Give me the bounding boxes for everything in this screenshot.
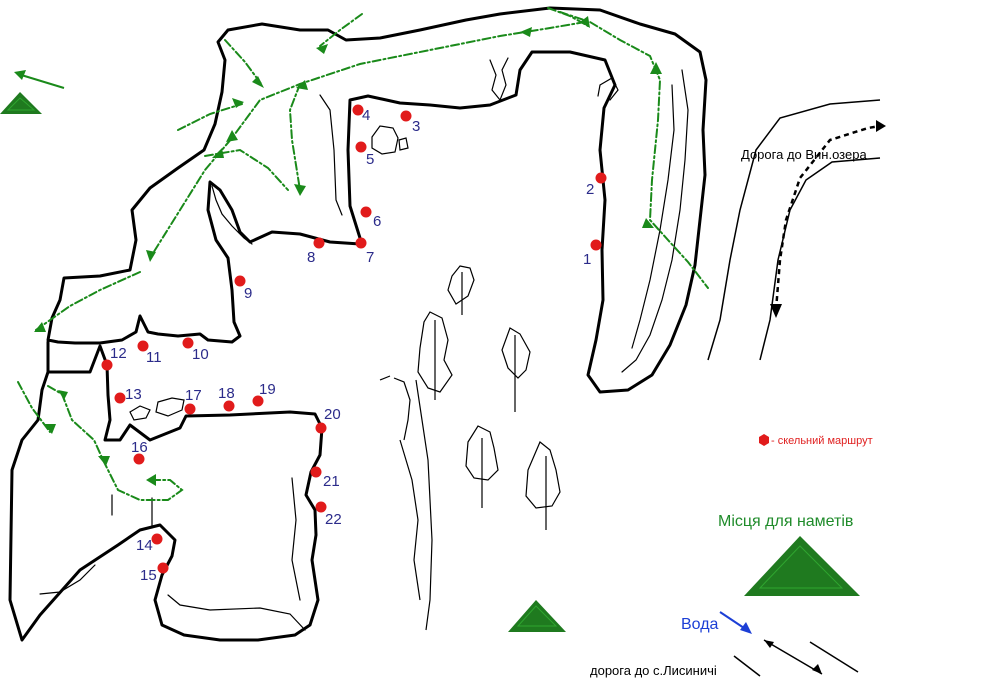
route-number-3: 3 bbox=[412, 118, 420, 135]
route-marker-22 bbox=[315, 501, 327, 513]
forest bbox=[379, 265, 561, 631]
route-marker-19 bbox=[252, 395, 264, 407]
trail-mid bbox=[288, 83, 301, 191]
road-lake-label: Дорога до Вин.озера bbox=[741, 147, 867, 162]
route-number-7: 7 bbox=[366, 249, 374, 266]
north-arrow bbox=[17, 73, 65, 89]
route-marker-15 bbox=[157, 562, 169, 574]
trail-right bbox=[559, 11, 709, 289]
route-number-10: 10 bbox=[192, 346, 209, 363]
road-village-label: дорога до с.Лисиничі bbox=[590, 663, 717, 678]
contour-top-1 bbox=[489, 57, 509, 102]
route-number-5: 5 bbox=[366, 151, 374, 168]
tent-triangle-topleft bbox=[0, 92, 42, 114]
route-number-11: 11 bbox=[146, 349, 162, 366]
route-marker-2 bbox=[595, 172, 607, 184]
route-number-12: 12 bbox=[110, 345, 127, 362]
route-number-4: 4 bbox=[362, 107, 370, 124]
contour-lower-2 bbox=[39, 564, 96, 595]
contour-left-1 bbox=[211, 185, 253, 245]
road-lake-1 bbox=[707, 99, 881, 361]
contour-right-2 bbox=[631, 84, 675, 349]
small-rock-3 bbox=[129, 405, 151, 421]
route-marker-11 bbox=[137, 340, 149, 352]
water-label: Вода bbox=[681, 616, 719, 633]
route-number-14: 14 bbox=[136, 537, 153, 554]
route-number-2: 2 bbox=[586, 181, 594, 198]
north-arrowhead bbox=[14, 70, 26, 80]
route-number-9: 9 bbox=[244, 285, 252, 302]
route-marker-8 bbox=[313, 237, 325, 249]
water-arrowhead bbox=[740, 622, 752, 634]
trail-arrowheads bbox=[34, 16, 662, 486]
route-marker-13 bbox=[114, 392, 126, 404]
contour-lower-3 bbox=[111, 494, 153, 529]
route-marker-7 bbox=[355, 237, 367, 249]
route-number-22: 22 bbox=[325, 511, 342, 528]
route-number-16: 16 bbox=[131, 439, 148, 456]
route-marker-18 bbox=[223, 400, 235, 412]
road-lake-2 bbox=[759, 157, 881, 361]
route-number-21: 21 bbox=[323, 473, 340, 490]
trail-left-low bbox=[35, 271, 141, 331]
route-number-1: 1 bbox=[583, 251, 591, 268]
tent-triangle-large bbox=[744, 536, 860, 596]
legend-route-label: - скельний маршрут bbox=[771, 435, 873, 447]
route-marker-17 bbox=[184, 403, 196, 415]
road-village-2 bbox=[809, 641, 859, 673]
route-number-20: 20 bbox=[324, 406, 341, 423]
road-lake-arrow-start bbox=[770, 304, 782, 318]
road-village-1 bbox=[733, 655, 761, 677]
rock-massif-outline bbox=[46, 6, 708, 394]
route-marker-10 bbox=[182, 337, 194, 349]
trail-lower-2 bbox=[47, 385, 184, 501]
trail-left-mid bbox=[177, 103, 243, 131]
small-rock-2 bbox=[398, 137, 409, 151]
route-marker-1 bbox=[590, 239, 602, 251]
route-marker-5 bbox=[355, 141, 367, 153]
route-marker-12 bbox=[101, 359, 113, 371]
contour-left-2 bbox=[319, 94, 343, 216]
contour-lower-1 bbox=[167, 594, 306, 631]
legend-route-marker bbox=[759, 434, 769, 446]
road-village-arrowhead-1 bbox=[764, 640, 774, 648]
route-marker-6 bbox=[360, 206, 372, 218]
trail-left-top bbox=[224, 39, 263, 86]
tent-triangle-small bbox=[508, 600, 566, 632]
route-number-6: 6 bbox=[373, 213, 381, 230]
contour-right-3 bbox=[597, 77, 619, 101]
road-village-arrow bbox=[763, 639, 823, 675]
road-village-arrowhead-2 bbox=[812, 664, 822, 674]
route-number-8: 8 bbox=[307, 249, 315, 266]
tents-label: Місця для наметів bbox=[718, 513, 853, 530]
contour-right-1 bbox=[621, 69, 689, 373]
contour-lower-4 bbox=[291, 477, 301, 601]
road-lake-arrow-end bbox=[876, 120, 886, 132]
route-marker-3 bbox=[400, 110, 412, 122]
route-marker-20 bbox=[315, 422, 327, 434]
route-number-17: 17 bbox=[185, 387, 202, 404]
small-rock-1 bbox=[371, 125, 399, 155]
route-marker-4 bbox=[352, 104, 364, 116]
trail-top-right bbox=[319, 13, 363, 47]
route-marker-14 bbox=[151, 533, 163, 545]
route-number-18: 18 bbox=[218, 385, 235, 402]
route-marker-21 bbox=[310, 466, 322, 478]
route-number-15: 15 bbox=[140, 567, 157, 584]
route-number-13: 13 bbox=[125, 386, 142, 403]
route-marker-9 bbox=[234, 275, 246, 287]
small-rock-4 bbox=[155, 397, 185, 417]
route-number-19: 19 bbox=[259, 381, 276, 398]
route-marker-16 bbox=[133, 453, 145, 465]
trail-top bbox=[149, 21, 586, 259]
